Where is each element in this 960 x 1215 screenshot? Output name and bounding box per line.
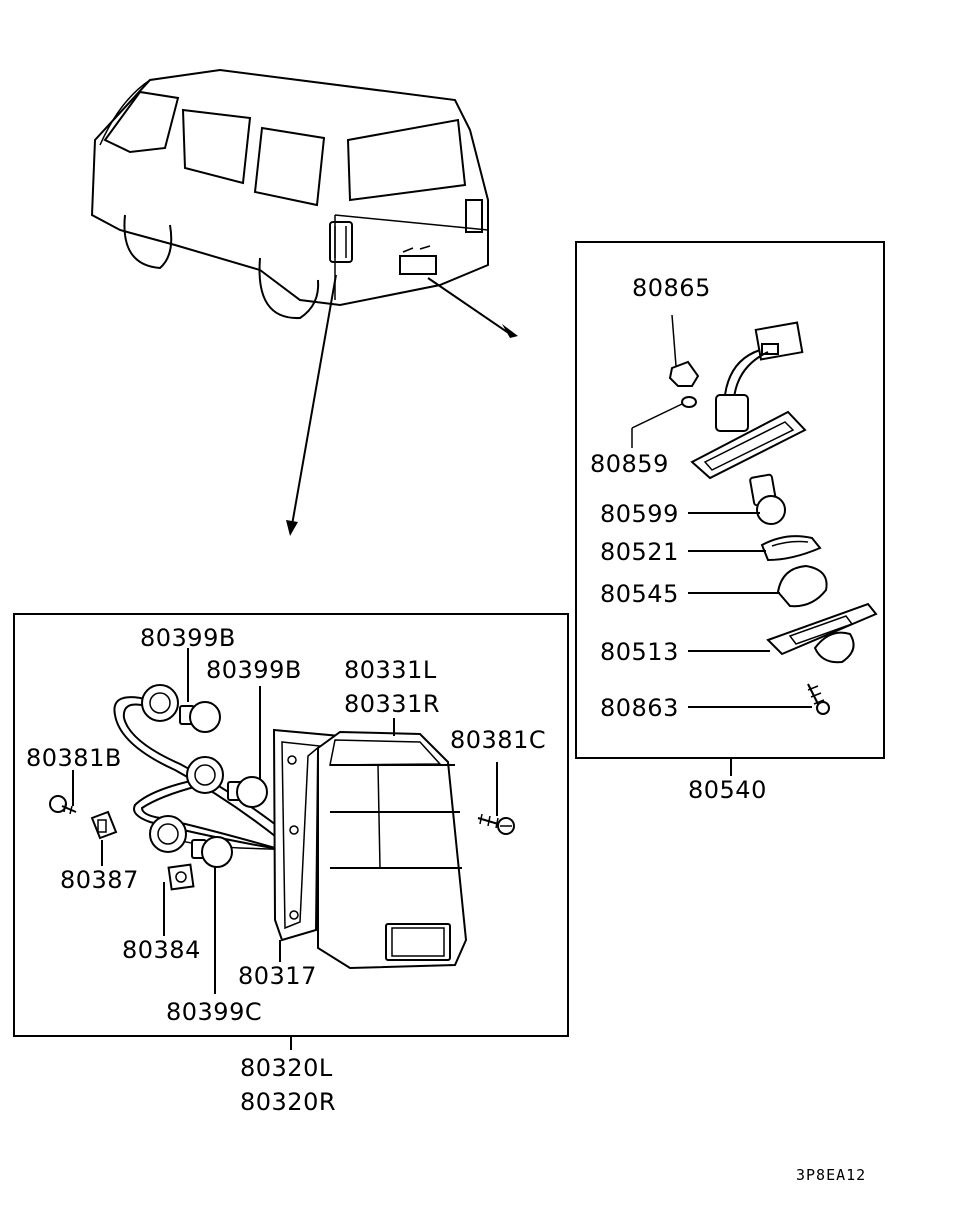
lens-80545: [776, 564, 828, 608]
van-window-1: [181, 108, 252, 185]
label-80540: 80540: [688, 776, 767, 804]
van-rear-window: [346, 118, 467, 202]
label-80320R: 80320R: [240, 1088, 336, 1116]
license-lamp-housing: [690, 410, 807, 480]
clip-80387: [90, 810, 118, 866]
label-80399B-upper: 80399B: [140, 624, 236, 652]
wire-harness: [113, 696, 331, 865]
tail-lamp-box: 80399B 80399B 80331L 80331R 80381C 80381…: [13, 613, 569, 1116]
screw-80381C: [477, 762, 515, 835]
base-80513: [766, 602, 878, 664]
label-80320L: 80320L: [240, 1054, 333, 1082]
drawing-code: 3P8EA12: [796, 1166, 866, 1184]
label-80545: 80545: [600, 580, 679, 608]
socket-lower: [149, 815, 187, 853]
label-80599: 80599: [600, 500, 679, 528]
label-80521: 80521: [600, 538, 679, 566]
bulb-80399C: [191, 836, 233, 868]
label-80331R: 80331R: [344, 690, 440, 718]
van-tail-lamp-right: [465, 199, 483, 233]
van-front-window: [103, 90, 180, 154]
label-80513: 80513: [600, 638, 679, 666]
label-80863: 80863: [600, 694, 679, 722]
label-80384: 80384: [122, 936, 201, 964]
license-lamp-connector: [715, 321, 804, 432]
reflector: [385, 923, 451, 961]
screw-80863: [807, 683, 830, 715]
grommet-80865: [668, 314, 700, 387]
label-80859: 80859: [590, 450, 669, 478]
van-illustration: [90, 68, 518, 536]
label-80865: 80865: [632, 274, 711, 302]
washer-80859: [681, 396, 697, 408]
license-lamp-box: 80865 80859 80599 80521 80545 80513 8086…: [575, 241, 885, 804]
lens-80331: [317, 730, 468, 970]
ring-80521: [760, 535, 822, 562]
van-license-lamp: [399, 255, 437, 275]
socket-upper: [141, 684, 179, 722]
van-tail-lamp: [329, 221, 353, 263]
label-80387: 80387: [60, 866, 139, 894]
bulb-80599: [749, 473, 786, 525]
label-80381B: 80381B: [26, 744, 122, 772]
label-80381C: 80381C: [450, 726, 546, 754]
bulb-80399B-middle: [227, 776, 268, 808]
van-rear-wheel: [258, 257, 320, 320]
label-80317: 80317: [238, 962, 317, 990]
label-80399B-right: 80399B: [206, 656, 302, 684]
label-80331L: 80331L: [344, 656, 437, 684]
nut-80384: [163, 863, 195, 936]
van-window-2: [253, 126, 326, 207]
van-front-wheel: [123, 214, 173, 270]
label-80399C: 80399C: [166, 998, 262, 1026]
bulb-80399B-upper: [179, 701, 221, 733]
screw-80381B: [49, 770, 77, 815]
socket-middle: [186, 756, 224, 794]
